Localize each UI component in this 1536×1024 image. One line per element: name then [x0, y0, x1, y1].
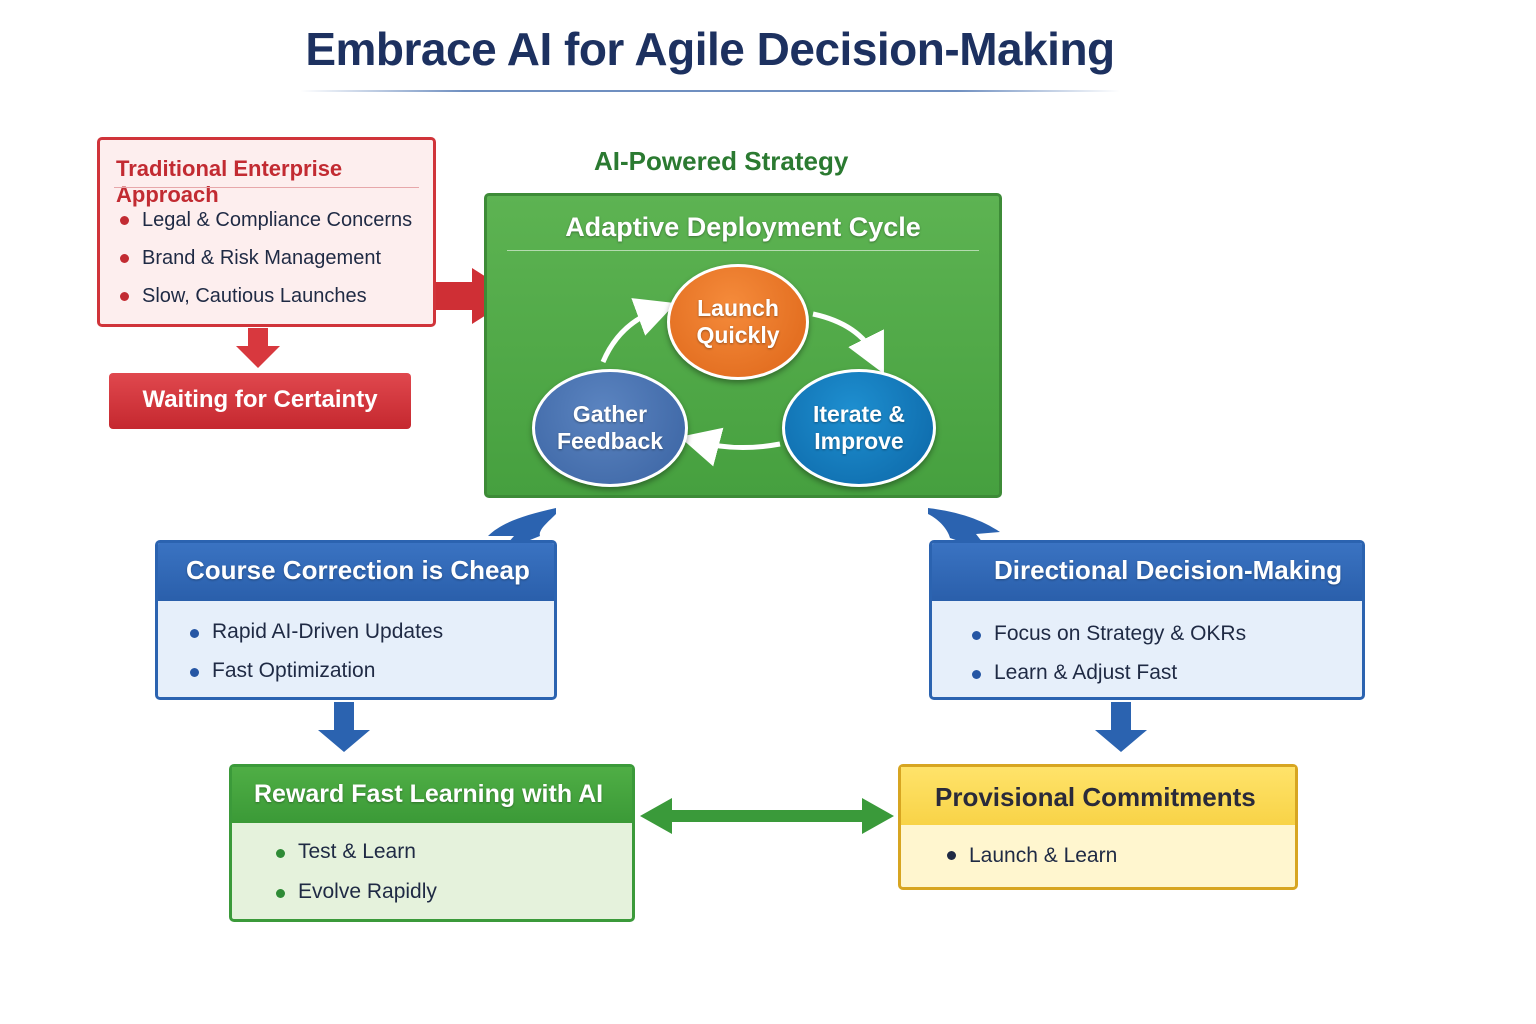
header-bar — [232, 767, 632, 823]
waiting-for-certainty-banner: Waiting for Certainty — [109, 373, 411, 429]
provisional-list: Launch & Learn — [945, 841, 1117, 877]
divider — [507, 250, 979, 251]
list-item: Learn & Adjust Fast — [970, 658, 1246, 697]
course-correction-list: Rapid AI-Driven Updates Fast Optimizatio… — [188, 617, 443, 695]
bullet-icon — [120, 254, 129, 263]
provisional-heading: Provisional Commitments — [935, 782, 1256, 812]
red-down-arrow — [236, 328, 280, 368]
directional-list: Focus on Strategy & OKRs Learn & Adjust … — [970, 619, 1246, 697]
arrow-iterate-to-gather — [679, 427, 781, 467]
blue-down-arrow-right — [1095, 702, 1147, 752]
bullet-icon — [972, 630, 981, 640]
header-bar — [901, 767, 1295, 825]
list-item: Rapid AI-Driven Updates — [188, 617, 443, 656]
bullet-icon — [276, 849, 285, 858]
blue-down-arrow-left — [318, 702, 370, 752]
list-item: Brand & Risk Management — [118, 244, 412, 282]
traditional-approach-box: Traditional Enterprise Approach Legal & … — [97, 137, 436, 327]
ai-strategy-label: AI-Powered Strategy — [594, 146, 849, 176]
arrow-gather-to-launch — [600, 298, 676, 363]
reward-fast-learning-box: Reward Fast Learning with AI Test & Lear… — [229, 764, 635, 922]
arrow-launch-to-iterate — [812, 311, 884, 374]
provisional-commitments-box: Provisional Commitments Launch & Learn — [898, 764, 1298, 890]
reward-list: Test & Learn Evolve Rapidly — [274, 837, 437, 917]
green-double-arrow — [640, 798, 894, 834]
traditional-heading: Traditional Enterprise Approach — [116, 156, 343, 207]
header-bar — [158, 543, 554, 601]
list-item: Focus on Strategy & OKRs — [970, 619, 1246, 658]
course-correction-box: Course Correction is Cheap Rapid AI-Driv… — [155, 540, 557, 700]
launch-quickly-node: Launch Quickly — [667, 264, 809, 380]
list-item: Fast Optimization — [188, 656, 443, 695]
bullet-icon — [190, 628, 199, 638]
header-bar — [932, 543, 1362, 601]
bullet-icon — [276, 889, 285, 898]
directional-heading: Directional Decision-Making — [994, 555, 1343, 585]
traditional-list: Legal & Compliance Concerns Brand & Risk… — [118, 206, 412, 320]
directional-decision-box: Directional Decision-Making Focus on Str… — [929, 540, 1365, 700]
cycle-arrows — [600, 298, 884, 467]
divider — [114, 187, 419, 188]
bullet-icon — [947, 851, 956, 860]
bullet-icon — [120, 216, 129, 225]
bullet-icon — [972, 669, 981, 679]
iterate-improve-node: Iterate & Improve — [782, 369, 936, 487]
title-underline — [300, 90, 1120, 92]
cycle-heading: Adaptive Deployment Cycle — [565, 212, 921, 242]
list-item: Test & Learn — [274, 837, 437, 877]
list-item: Evolve Rapidly — [274, 877, 437, 917]
list-item: Slow, Cautious Launches — [118, 282, 412, 320]
course-correction-heading: Course Correction is Cheap — [186, 555, 530, 585]
bullet-icon — [120, 292, 129, 301]
list-item: Launch & Learn — [945, 841, 1117, 877]
reward-heading: Reward Fast Learning with AI — [254, 780, 604, 808]
gather-feedback-node: Gather Feedback — [532, 369, 688, 487]
page-title: Embrace AI for Agile Decision-Making — [305, 23, 1115, 75]
bullet-icon — [190, 667, 199, 677]
adaptive-cycle-box: Adaptive Deployment Cycle Launch Quickly… — [484, 193, 1002, 498]
list-item: Legal & Compliance Concerns — [118, 206, 412, 244]
